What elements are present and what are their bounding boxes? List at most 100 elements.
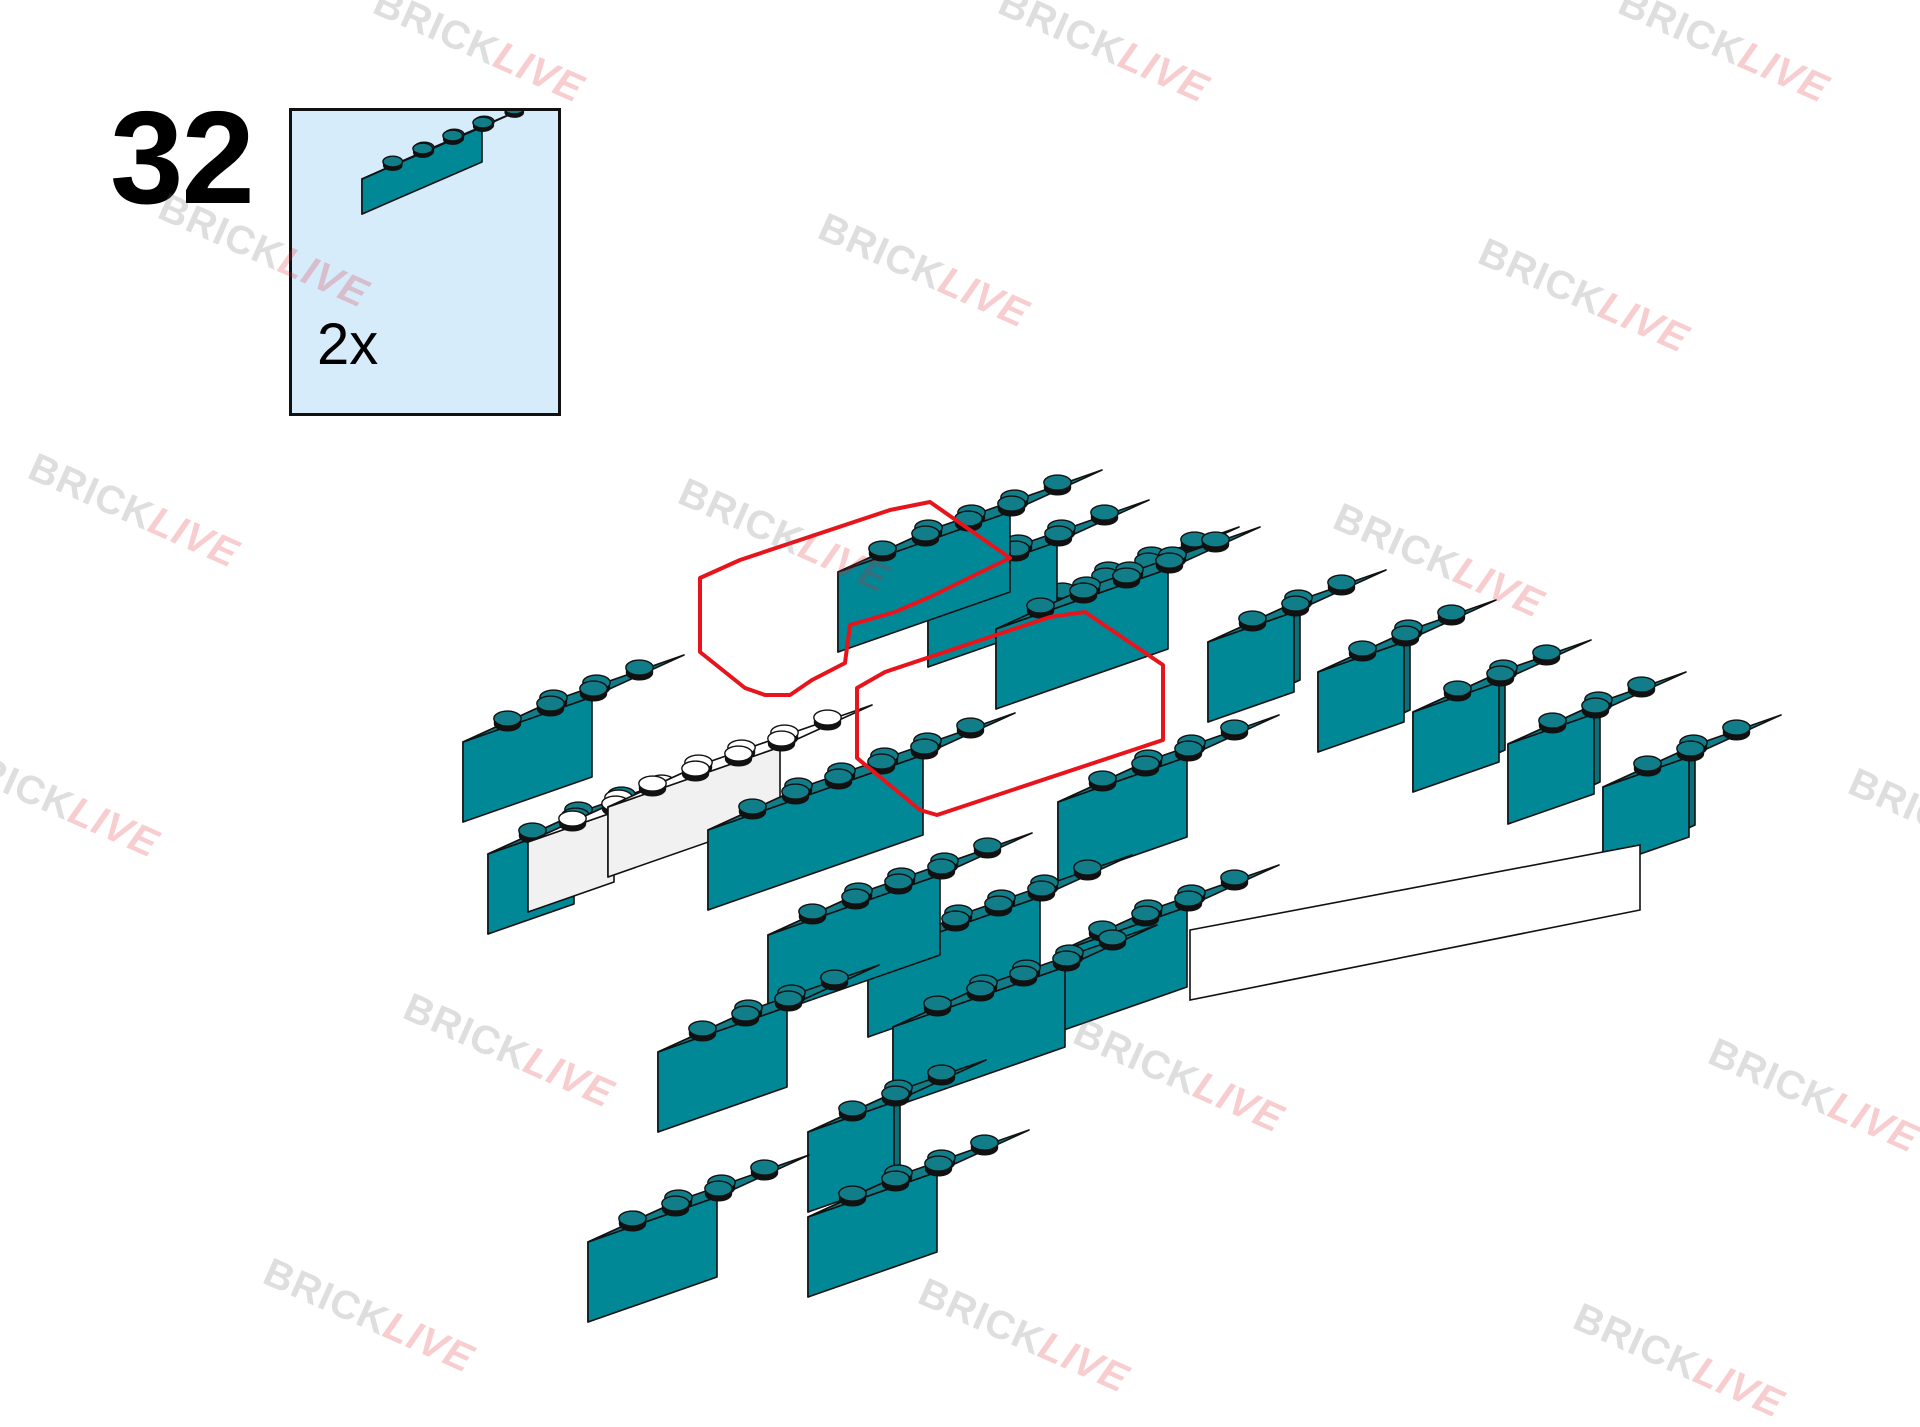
leg-brick-upper — [807, 1059, 987, 1213]
leg-brick-lower — [807, 1129, 1030, 1298]
neck-brick — [767, 832, 1033, 1016]
stud — [1220, 869, 1249, 891]
tail-brick-1 — [1317, 599, 1497, 753]
stud — [868, 540, 897, 562]
stud — [970, 1134, 999, 1156]
stud — [984, 895, 1013, 917]
stud — [536, 695, 565, 717]
body-brick-back — [1207, 569, 1387, 723]
stud — [638, 775, 667, 797]
stud — [625, 659, 654, 681]
stud — [923, 995, 952, 1017]
stud — [1098, 929, 1127, 951]
stud — [1348, 640, 1377, 662]
stud — [774, 990, 803, 1012]
stud — [1220, 719, 1249, 741]
stud — [841, 888, 870, 910]
face-brick-front — [707, 712, 1016, 911]
stud — [966, 980, 995, 1002]
stud — [824, 768, 853, 790]
stud — [750, 1159, 779, 1181]
lower-jaw-brick — [657, 964, 880, 1133]
stud — [618, 1210, 647, 1232]
stud — [1090, 504, 1119, 526]
stud — [731, 1005, 760, 1027]
stud — [1532, 644, 1561, 666]
stud — [1073, 859, 1102, 881]
tail-brick-3 — [1507, 671, 1687, 825]
body-mid-lower — [1057, 714, 1280, 883]
stud — [881, 1170, 910, 1192]
stud — [1069, 582, 1098, 604]
stud — [1391, 625, 1420, 647]
stud — [1131, 755, 1160, 777]
stud — [941, 910, 970, 932]
stud — [412, 142, 434, 158]
stud — [442, 129, 464, 145]
stud — [813, 709, 842, 731]
white-face-top — [607, 704, 873, 878]
stud — [838, 1100, 867, 1122]
brick-2x4-icon — [361, 111, 525, 215]
stud — [910, 738, 939, 760]
new-brick-2 — [995, 526, 1261, 710]
stud — [724, 745, 753, 767]
stud — [1443, 680, 1472, 702]
stud — [997, 495, 1026, 517]
stud — [1676, 740, 1705, 762]
tail-brick-4 — [1602, 714, 1782, 868]
stud — [1112, 567, 1141, 589]
stud — [1538, 712, 1567, 734]
stud — [1486, 665, 1515, 687]
stud — [382, 155, 404, 171]
stud — [927, 858, 956, 880]
stud — [911, 525, 940, 547]
stud — [472, 116, 494, 132]
highlight-outline-brick-1 — [698, 500, 1012, 697]
tail-brick-2 — [1412, 639, 1592, 793]
stud — [688, 1020, 717, 1042]
stud — [881, 1085, 910, 1107]
stud — [1027, 880, 1056, 902]
white-belly-strip — [1189, 844, 1641, 1001]
stud — [704, 1180, 733, 1202]
stud — [1174, 740, 1203, 762]
stud — [1633, 755, 1662, 777]
stud — [820, 969, 849, 991]
stud — [838, 1185, 867, 1207]
stud — [504, 111, 525, 118]
stud — [1052, 950, 1081, 972]
stud — [1281, 595, 1310, 617]
step-number: 32 — [110, 84, 255, 231]
stud — [1581, 697, 1610, 719]
stud — [767, 730, 796, 752]
stud — [1155, 552, 1184, 574]
parts-list-box: 2x — [289, 108, 561, 416]
stud — [1327, 574, 1356, 596]
part-quantity: 2x — [317, 312, 379, 377]
stud — [1088, 770, 1117, 792]
watermark-text-b: LIVE — [1687, 1348, 1791, 1427]
stud — [798, 903, 827, 925]
stud — [1238, 610, 1267, 632]
part-brick-2x4 — [361, 111, 525, 215]
stud — [579, 680, 608, 702]
stud — [493, 710, 522, 732]
new-bricks-highlight — [698, 500, 1165, 817]
stud — [956, 717, 985, 739]
model-assembly-illustration — [462, 469, 1782, 1323]
base-brick-left — [587, 1154, 810, 1323]
stud — [1009, 965, 1038, 987]
head-brick-back — [462, 654, 685, 823]
stud — [1201, 531, 1230, 553]
stud — [1131, 905, 1160, 927]
stud — [1437, 604, 1466, 626]
stud — [927, 1064, 956, 1086]
stud — [884, 873, 913, 895]
stud — [558, 810, 587, 832]
stud — [1627, 676, 1656, 698]
stud — [781, 783, 810, 805]
stud — [738, 798, 767, 820]
highlight-outline-brick-2 — [855, 610, 1165, 817]
stud — [1043, 474, 1072, 496]
